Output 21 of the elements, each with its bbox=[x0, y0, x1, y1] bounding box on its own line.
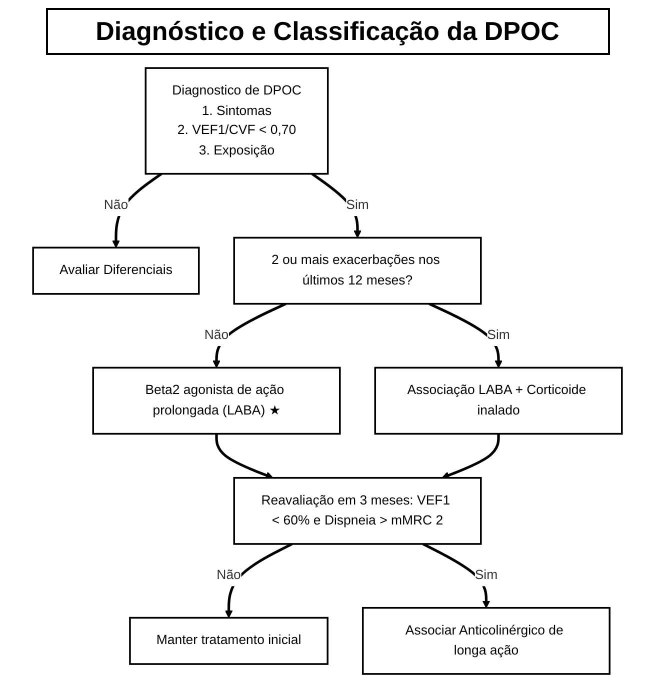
edge-label: Sim bbox=[346, 198, 369, 213]
arrow bbox=[224, 542, 293, 618]
edge-label: Não bbox=[104, 198, 128, 213]
node-box: Avaliar Diferenciais bbox=[32, 246, 200, 295]
edge-label: Sim bbox=[474, 568, 498, 583]
arrow bbox=[422, 542, 490, 608]
edge-label: Não bbox=[216, 568, 241, 583]
node-box: Diagnostico de DPOC 1. Sintomas 2. VEF1/CVF < 0,70 3. Exposição bbox=[144, 67, 329, 175]
edge-label: Sim bbox=[487, 328, 510, 343]
node-box: Associar Anticolinérgico de longa ação bbox=[362, 606, 610, 675]
node-box: Associação LABA + Corticoide inalado bbox=[374, 366, 623, 435]
arrow bbox=[215, 434, 274, 479]
diagram-title: Diagnóstico e Classificação da DPOC bbox=[46, 8, 610, 55]
edge-label: Não bbox=[204, 328, 229, 343]
node-box: Manter tratamento inicial bbox=[129, 616, 328, 665]
node-box: Reavaliação em 3 meses: VEF1 < 60% e Dispneia > mMRC 2 bbox=[233, 476, 482, 545]
arrow bbox=[428, 302, 502, 368]
node-box: Beta2 agonista de ação prolongada (LABA) ★ bbox=[92, 366, 341, 435]
arrow bbox=[311, 172, 362, 238]
node-box: 2 ou mais exacerbações nos últimos 12 meses? bbox=[233, 236, 482, 305]
arrow bbox=[442, 434, 500, 479]
